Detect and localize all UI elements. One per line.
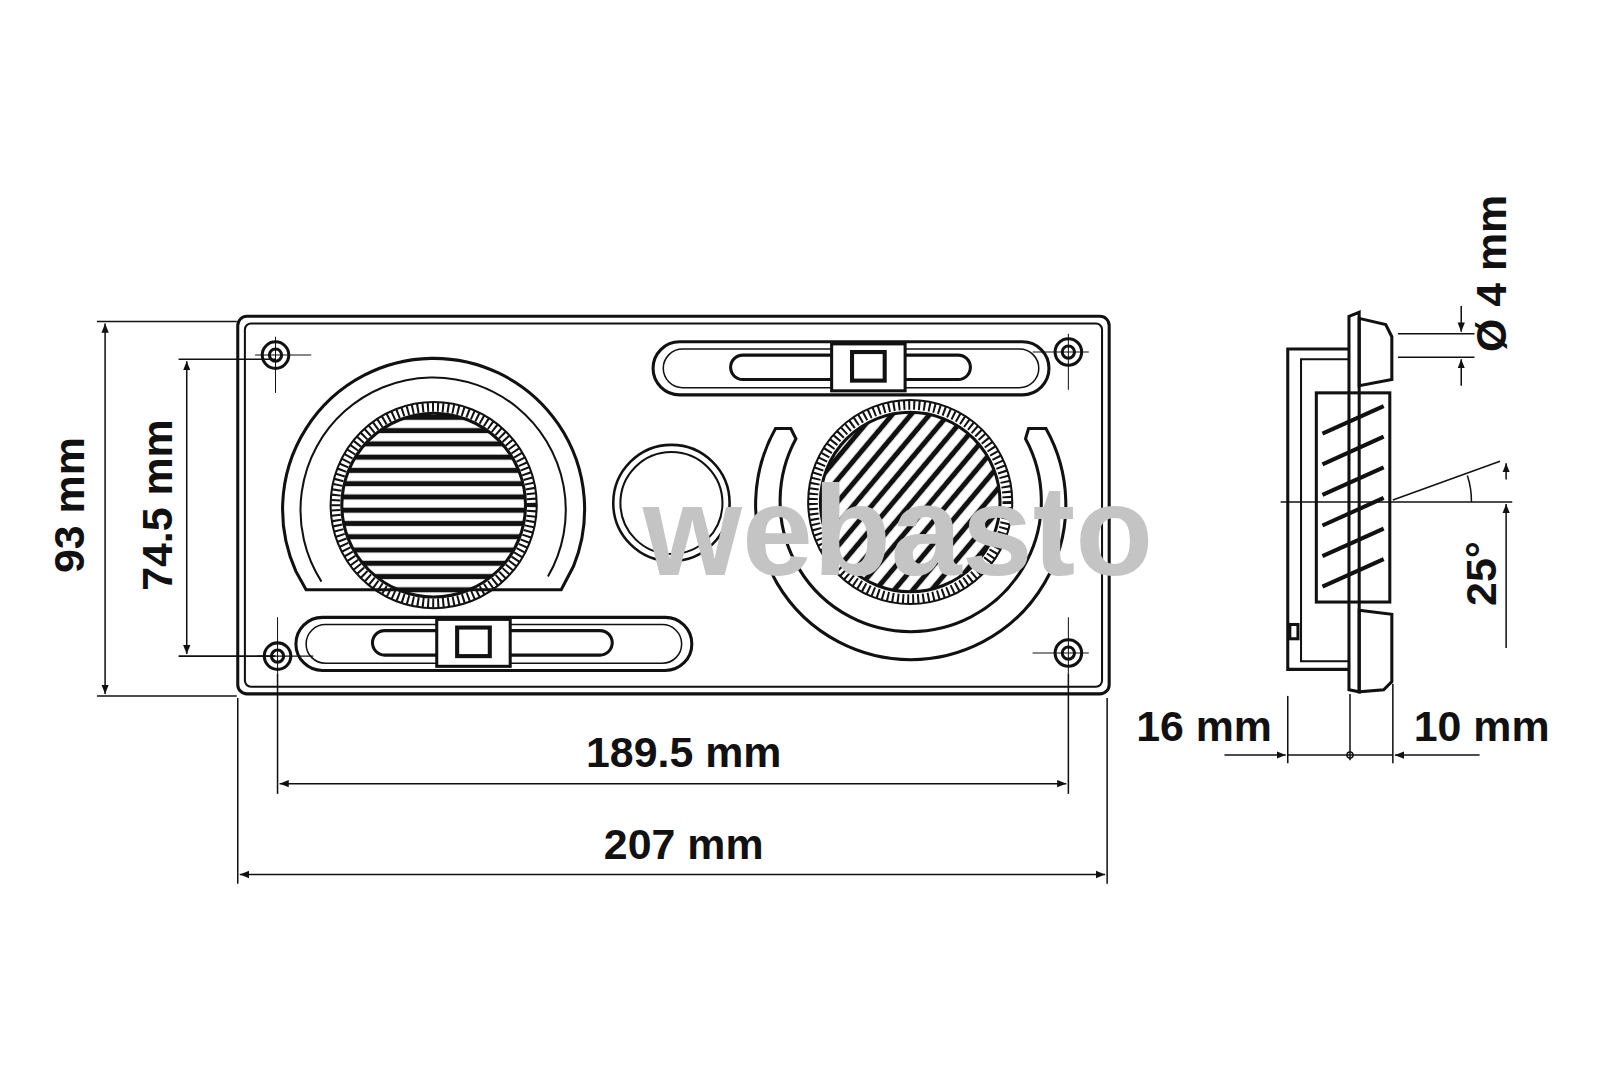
top-slider (653, 342, 1049, 395)
dimension-lines (97, 306, 1512, 884)
angle-label: 25° (1460, 541, 1503, 606)
watermark: webasto (643, 467, 1153, 595)
dimension-label: Ø 4 mm (1470, 195, 1513, 352)
dimension-label: 207 mm (604, 823, 764, 866)
dimension-label: 10 mm (1414, 705, 1550, 748)
dimension-label: 93 mm (48, 437, 91, 573)
dimension-label: 74.5 mm (137, 419, 180, 591)
dimension-label: 189.5 mm (586, 732, 781, 775)
dimension-label: 16 mm (1136, 705, 1272, 748)
bottom-slider (296, 617, 692, 670)
left-vent (283, 358, 585, 608)
